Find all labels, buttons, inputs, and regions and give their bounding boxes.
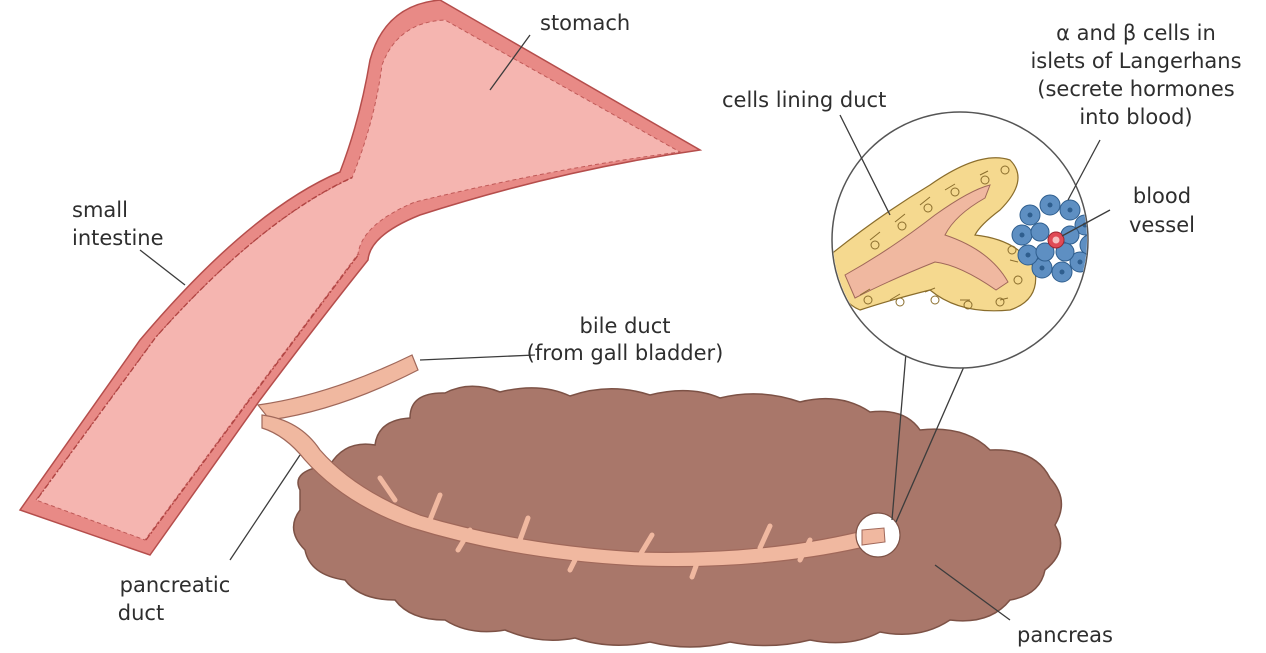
label-alpha-beta-line3: (secrete hormones xyxy=(1037,77,1234,101)
label-bile-duct-line2: (from gall bladder) xyxy=(527,341,724,365)
label-stomach: stomach xyxy=(540,11,630,35)
label-blood-vessel-line1: blood xyxy=(1133,184,1191,208)
label-pancreatic-duct-line1: pancreatic xyxy=(120,573,231,597)
label-blood-vessel-line2: vessel xyxy=(1129,213,1195,237)
label-small-intestine-line2: intestine xyxy=(72,226,164,250)
leader-islets xyxy=(1068,140,1100,200)
label-alpha-beta-line2: islets of Langerhans xyxy=(1030,49,1241,73)
label-alpha-beta-line4: into blood) xyxy=(1079,105,1192,129)
label-pancreas: pancreas xyxy=(1017,623,1113,647)
duct-end xyxy=(862,528,885,545)
label-cells-lining-duct: cells lining duct xyxy=(722,88,886,112)
label-bile-duct-line1: bile duct xyxy=(579,314,670,338)
label-small-intestine-line1: small xyxy=(72,198,128,222)
label-alpha-beta-line1: α and β cells in xyxy=(1056,21,1216,45)
leader-bile-duct xyxy=(420,355,535,360)
label-pancreatic-duct-line2: duct xyxy=(118,601,164,625)
leader-pancreatic-duct xyxy=(230,455,300,560)
leader-small-intestine xyxy=(140,250,185,285)
